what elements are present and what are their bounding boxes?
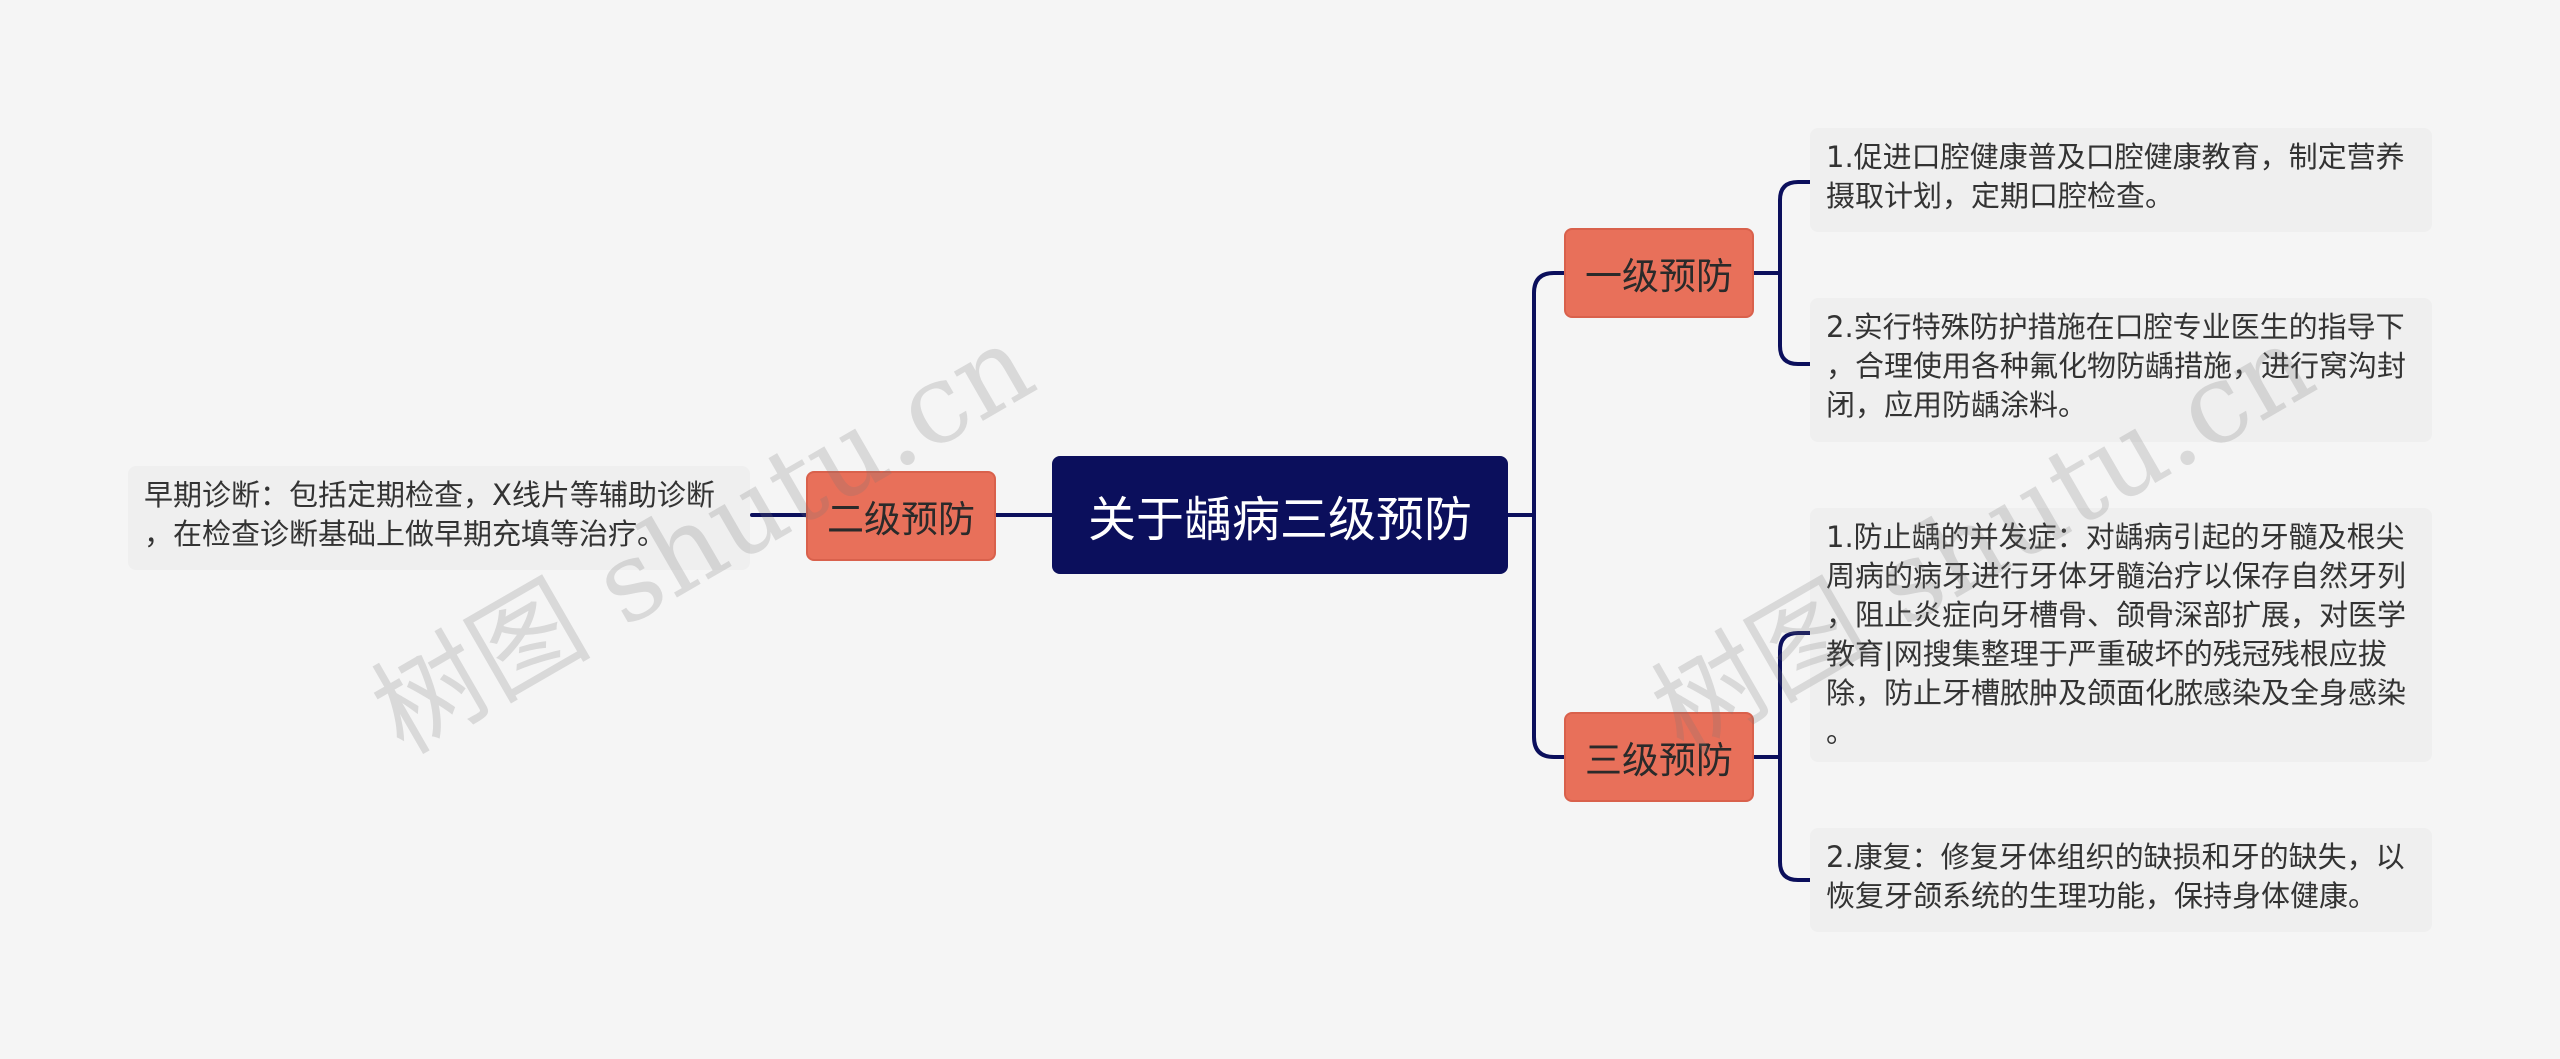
root-label: 关于龋病三级预防 bbox=[1087, 492, 1472, 548]
branch-secondary-label: 二级预防 bbox=[827, 498, 975, 541]
branch-primary-label: 一级预防 bbox=[1585, 255, 1733, 298]
leaf-secondary-1[interactable]: 早期诊断：包括定期检查，X线片等辅助诊断 ，在检查诊断基础上做早期充填等治疗。 bbox=[128, 466, 750, 570]
leaf-primary-2-text: 2.实行特殊防护措施在口腔专业医生的指导下 ，合理使用各种氟化物防龋措施，进行窝… bbox=[1826, 310, 2407, 422]
connector-trunk-tertiary bbox=[1532, 513, 1566, 759]
leaf-primary-1-text: 1.促进口腔健康普及口腔健康教育，制定营养 摄取计划，定期口腔检查。 bbox=[1826, 140, 2405, 213]
connector-tertiary-leaf1 bbox=[1778, 631, 1812, 759]
leaf-tertiary-1-text: 1.防止龋的并发症：对龋病引起的牙髓及根尖 周病的病牙进行牙体牙髓治疗以保存自然… bbox=[1826, 520, 2407, 749]
leaf-primary-1[interactable]: 1.促进口腔健康普及口腔健康教育，制定营养 摄取计划，定期口腔检查。 bbox=[1810, 128, 2432, 232]
leaf-tertiary-2-text: 2.康复：修复牙体组织的缺损和牙的缺失，以 恢复牙颌系统的生理功能，保持身体健康… bbox=[1826, 840, 2405, 913]
leaf-tertiary-2[interactable]: 2.康复：修复牙体组织的缺损和牙的缺失，以 恢复牙颌系统的生理功能，保持身体健康… bbox=[1810, 828, 2432, 932]
connector-primary-leaf2 bbox=[1778, 271, 1812, 366]
branch-secondary-prevention[interactable]: 二级预防 bbox=[806, 471, 996, 561]
leaf-secondary-1-text: 早期诊断：包括定期检查，X线片等辅助诊断 ，在检查诊断基础上做早期充填等治疗。 bbox=[144, 478, 715, 551]
root-node[interactable]: 关于龋病三级预防 bbox=[1052, 456, 1508, 574]
leaf-tertiary-1[interactable]: 1.防止龋的并发症：对龋病引起的牙髓及根尖 周病的病牙进行牙体牙髓治疗以保存自然… bbox=[1810, 508, 2432, 762]
connector-tertiary-leaf2 bbox=[1778, 755, 1812, 882]
leaf-primary-2[interactable]: 2.实行特殊防护措施在口腔专业医生的指导下 ，合理使用各种氟化物防龋措施，进行窝… bbox=[1810, 298, 2432, 442]
branch-tertiary-label: 三级预防 bbox=[1585, 739, 1733, 782]
branch-tertiary-prevention[interactable]: 三级预防 bbox=[1564, 712, 1754, 802]
connector-primary-leaf1 bbox=[1778, 180, 1812, 275]
connector-trunk-primary bbox=[1532, 271, 1566, 517]
branch-primary-prevention[interactable]: 一级预防 bbox=[1564, 228, 1754, 318]
